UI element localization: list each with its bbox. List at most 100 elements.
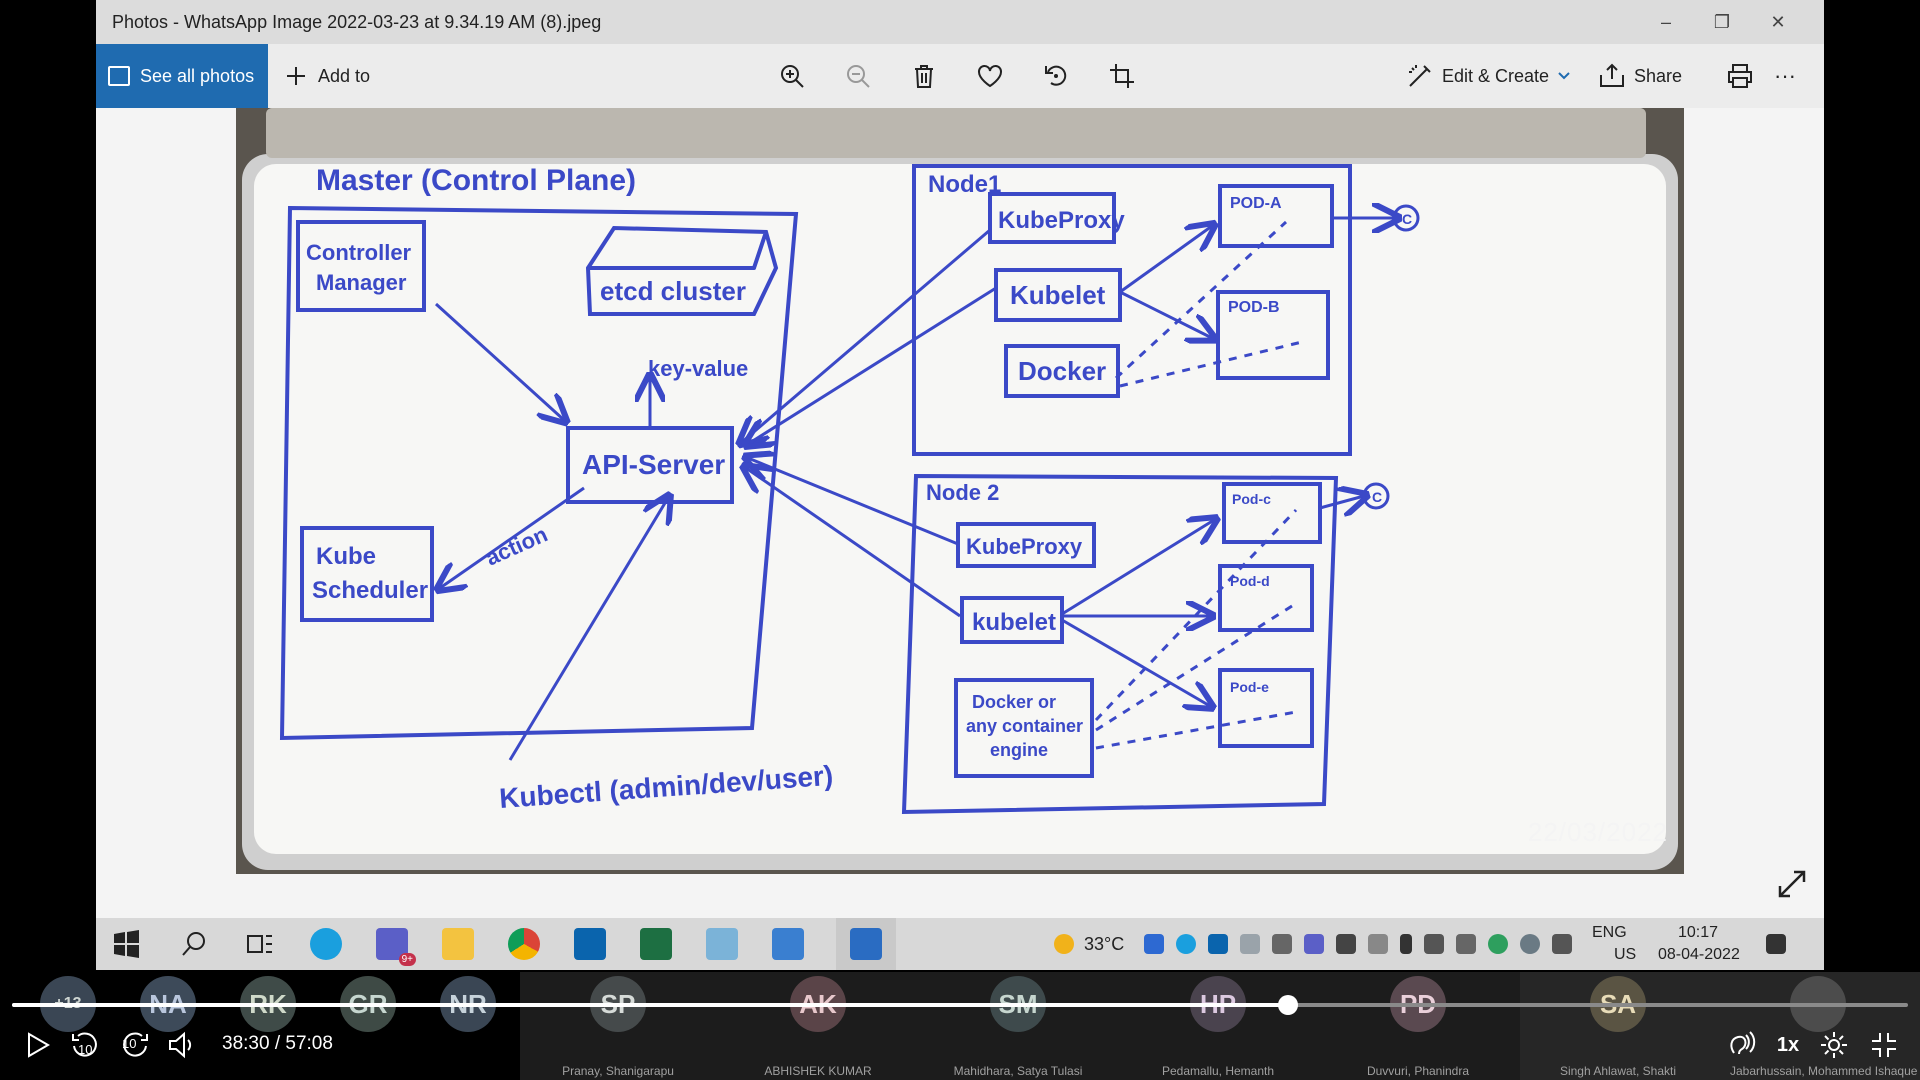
magic-pen-icon: [1406, 62, 1434, 90]
whiteboard-surface: [254, 164, 1666, 854]
skip-forward-button[interactable]: 10: [116, 1026, 154, 1064]
photos-taskbar-active[interactable]: [836, 918, 896, 970]
share-icon: [1598, 62, 1626, 90]
outlook-tray-icon[interactable]: [1208, 934, 1228, 954]
fullscreen-expand-button[interactable]: [1776, 868, 1808, 900]
c-mark-1: C: [1402, 211, 1412, 227]
collapse-icon: [1872, 1033, 1896, 1057]
whiteboard-photo: Master (Control Plane) Controller Manage…: [236, 108, 1684, 874]
share-label: Share: [1634, 65, 1683, 86]
api-server-label: API-Server: [582, 449, 725, 480]
excel-taskbar-icon[interactable]: [640, 928, 672, 960]
skip-back-button[interactable]: 10: [66, 1026, 104, 1064]
pod-d-label: Pod-d: [1230, 573, 1270, 589]
action-label: action: [482, 521, 551, 570]
pod-c-label: Pod-c: [1232, 491, 1271, 507]
clock-time: 10:17: [1678, 924, 1719, 941]
language-line1: ENG: [1592, 924, 1627, 941]
share-button[interactable]: Share: [1598, 62, 1682, 90]
edit-create-label: Edit & Create: [1442, 65, 1550, 86]
task-view-button[interactable]: [244, 928, 276, 960]
expand-icon: [1778, 870, 1806, 898]
skype-taskbar-icon[interactable]: [310, 928, 342, 960]
settings-button[interactable]: [1816, 1028, 1852, 1062]
weather-icon[interactable]: [1054, 934, 1074, 954]
restore-button[interactable]: ❐: [1713, 12, 1731, 32]
kube-proxy2-label: KubeProxy: [966, 534, 1083, 559]
rotate-button[interactable]: [1042, 62, 1070, 90]
settings-tray-icon[interactable]: [1520, 934, 1540, 954]
plus-icon: [282, 62, 310, 90]
notifications-icon[interactable]: [1766, 934, 1786, 954]
bluetooth-icon[interactable]: [1144, 934, 1164, 954]
whiteboard-diagram: Master (Control Plane) Controller Manage…: [279, 164, 1420, 815]
start-button[interactable]: [110, 928, 142, 960]
rewind-icon: [72, 1032, 97, 1057]
kubelet2-label: kubelet: [972, 609, 1056, 636]
see-all-photos-button[interactable]: See all photos: [96, 44, 268, 108]
photos-taskbar-icon: [850, 928, 882, 960]
globe-icon[interactable]: [1488, 934, 1508, 954]
onedrive-icon[interactable]: [1272, 934, 1292, 954]
heart-icon: [976, 62, 1004, 90]
more-button[interactable]: ···: [1774, 63, 1796, 88]
wifi-icon[interactable]: [1552, 934, 1572, 954]
skype-tray-icon[interactable]: [1176, 934, 1196, 954]
lock-icon[interactable]: [1368, 934, 1388, 954]
participant-name: Singh Ahlawat, Shakti: [1559, 1064, 1677, 1078]
close-button[interactable]: ✕: [1770, 12, 1786, 32]
search-button[interactable]: [178, 928, 210, 960]
kubectl-label: Kubectl (admin/dev/user): [498, 760, 834, 814]
node1-label: Node1: [928, 171, 1001, 198]
teams-badge: 9+: [398, 953, 416, 966]
zoom-in-icon: [778, 62, 806, 90]
play-icon: [28, 1032, 50, 1058]
task-view-icon: [247, 935, 272, 953]
docker2-line3: engine: [990, 740, 1048, 760]
add-to-label: Add to: [318, 65, 371, 86]
paint-taskbar-icon[interactable]: [706, 928, 738, 960]
participants-band-right: [1520, 972, 1920, 1080]
teams-taskbar-icon[interactable]: 9+: [376, 928, 416, 966]
pod-e-label: Pod-e: [1230, 679, 1269, 695]
title-bar: Photos - WhatsApp Image 2022-03-23 at 9.…: [96, 0, 1824, 44]
time-display: 38:30 / 57:08: [222, 1033, 333, 1054]
progress-bar[interactable]: [12, 995, 1908, 1015]
printer-icon: [1726, 62, 1754, 90]
volume-icon[interactable]: [1456, 934, 1476, 954]
manager-label: Manager: [316, 270, 407, 295]
security-shield-icon[interactable]: [1336, 934, 1356, 954]
cloud-sync-icon[interactable]: [1240, 934, 1260, 954]
print-button[interactable]: [1726, 62, 1754, 90]
microphone-icon[interactable]: [1400, 934, 1412, 954]
network-tool-taskbar-icon[interactable]: [772, 928, 804, 960]
file-explorer-taskbar-icon[interactable]: [442, 928, 474, 960]
zoom-out-button[interactable]: [844, 62, 872, 90]
exit-fullscreen-button[interactable]: [1866, 1028, 1902, 1062]
outlook-taskbar-icon[interactable]: [574, 928, 606, 960]
progress-knob[interactable]: [1278, 995, 1298, 1015]
master-label: Master (Control Plane): [316, 164, 636, 197]
delete-button[interactable]: [910, 62, 938, 90]
play-button[interactable]: [20, 1030, 56, 1060]
edit-create-button[interactable]: Edit & Create: [1406, 62, 1571, 90]
forward-icon: [123, 1032, 148, 1057]
participant-name: Pedamallu, Hemanth: [1161, 1064, 1275, 1078]
participants-strip: +13NARKGRNRSPPranay, ShanigarapuAKABHISH…: [0, 972, 1920, 1080]
chrome-taskbar-icon[interactable]: [508, 928, 540, 960]
battery-icon[interactable]: [1424, 934, 1444, 954]
crop-button[interactable]: [1108, 62, 1136, 90]
add-to-button[interactable]: Add to: [282, 62, 370, 90]
zoom-in-button[interactable]: [778, 62, 806, 90]
favorite-button[interactable]: [976, 62, 1004, 90]
volume-button[interactable]: [164, 1028, 200, 1062]
temperature: 33°C: [1084, 934, 1125, 954]
teams-tray-icon[interactable]: [1304, 934, 1324, 954]
pod-a-label: POD-A: [1230, 195, 1282, 212]
live-captions-button[interactable]: [1720, 1026, 1760, 1062]
minimize-button[interactable]: –: [1660, 12, 1671, 32]
key-value-label: key-value: [648, 356, 748, 381]
photos-toolbar: See all photos Add to: [96, 44, 1824, 108]
playback-speed-button[interactable]: 1x: [1776, 1033, 1800, 1056]
